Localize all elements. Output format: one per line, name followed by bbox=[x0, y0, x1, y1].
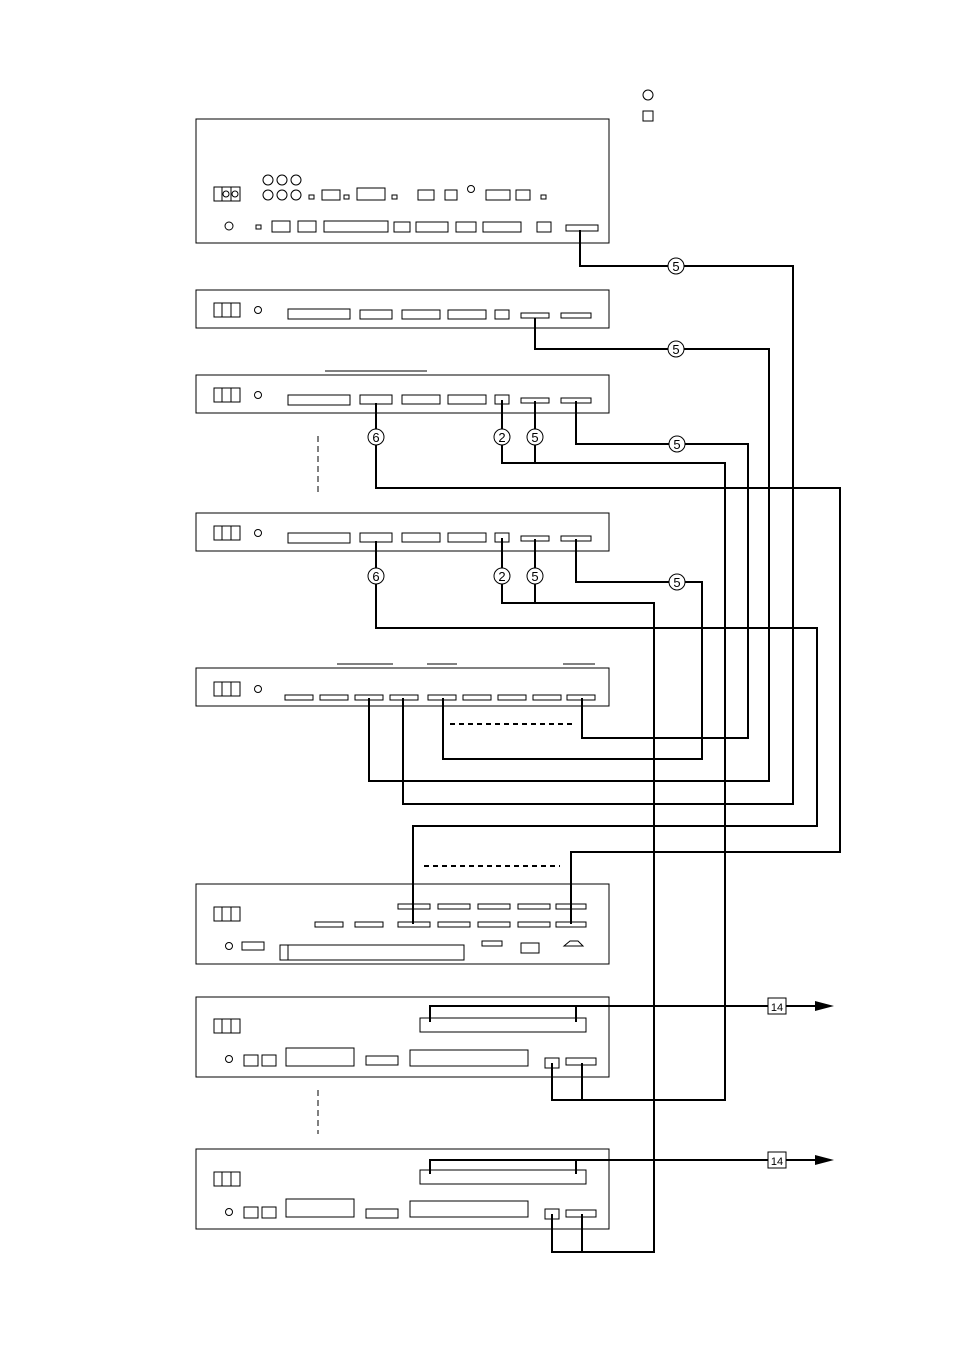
legend bbox=[643, 90, 653, 121]
cable-2-b bbox=[502, 538, 654, 1252]
cable-label-14: 14 bbox=[768, 1152, 786, 1168]
svg-text:5: 5 bbox=[672, 342, 679, 357]
svg-text:2: 2 bbox=[498, 430, 505, 445]
cables bbox=[369, 230, 840, 1252]
terminal-strip bbox=[420, 1018, 586, 1032]
arrow-head bbox=[815, 1001, 834, 1011]
cable-label-5: 5 bbox=[668, 258, 684, 274]
svg-text:5: 5 bbox=[673, 575, 680, 590]
unit-6-panel bbox=[196, 884, 609, 964]
terminal-block bbox=[214, 187, 240, 201]
cable-14-b bbox=[430, 1160, 576, 1174]
svg-text:5: 5 bbox=[531, 569, 538, 584]
svg-text:6: 6 bbox=[372, 430, 379, 445]
legend-square-icon bbox=[643, 111, 653, 121]
unit-1-panel bbox=[196, 119, 609, 243]
cable-label-6: 6 bbox=[368, 568, 384, 584]
cable-label-5: 5 bbox=[527, 429, 543, 445]
svg-text:14: 14 bbox=[771, 1156, 783, 1168]
unit-4 bbox=[196, 513, 609, 551]
unit-4-panel bbox=[196, 513, 609, 551]
rca-jacks bbox=[263, 175, 301, 200]
unit-1 bbox=[196, 119, 609, 243]
svg-text:14: 14 bbox=[771, 1002, 783, 1014]
cable-5-c bbox=[576, 401, 748, 738]
cable-label-5: 5 bbox=[527, 568, 543, 584]
legend-circle-icon bbox=[643, 90, 653, 100]
cable-label-5: 5 bbox=[668, 341, 684, 357]
cable-5-d bbox=[443, 539, 702, 759]
unit-6 bbox=[196, 884, 609, 964]
cable-14-a bbox=[430, 1006, 576, 1022]
cable-5-b bbox=[369, 318, 769, 781]
cable-2-a bbox=[502, 400, 725, 1100]
ground-icon bbox=[225, 222, 233, 230]
unit-7 bbox=[196, 997, 609, 1077]
cable-label-5: 5 bbox=[669, 574, 685, 590]
arrow-head bbox=[815, 1155, 834, 1165]
svg-text:5: 5 bbox=[673, 437, 680, 452]
cable-label-5: 5 bbox=[669, 436, 685, 452]
cable-5-a bbox=[403, 230, 793, 804]
cable-label-2: 2 bbox=[494, 429, 510, 445]
svg-text:5: 5 bbox=[531, 430, 538, 445]
cable-label-2: 2 bbox=[494, 568, 510, 584]
cable-label-6: 6 bbox=[368, 429, 384, 445]
unit-3 bbox=[196, 371, 609, 413]
svg-text:5: 5 bbox=[672, 259, 679, 274]
unit-2-panel bbox=[196, 290, 609, 328]
terminal-strip bbox=[420, 1170, 586, 1184]
svg-text:6: 6 bbox=[372, 569, 379, 584]
cable-label-14: 14 bbox=[768, 998, 786, 1014]
unit-3-panel bbox=[196, 375, 609, 413]
svg-text:2: 2 bbox=[498, 569, 505, 584]
unit-2 bbox=[196, 290, 609, 328]
